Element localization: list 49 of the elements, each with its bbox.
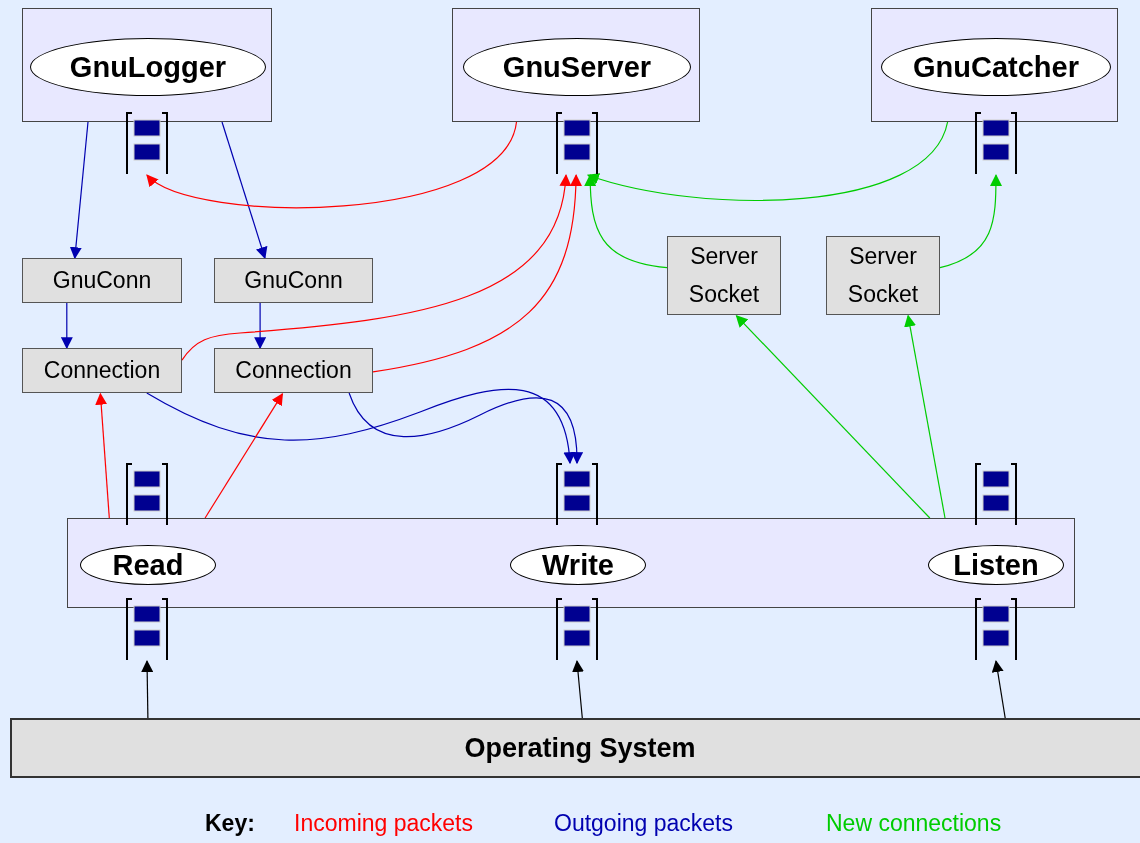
arrow: [146, 121, 518, 209]
queue-icon: [555, 463, 599, 525]
module-ellipse: Read: [80, 545, 216, 585]
class-box: Server Socket: [826, 236, 940, 315]
queue-icon: [974, 598, 1018, 660]
class-box: GnuConn: [214, 258, 373, 303]
arrow: [141, 660, 154, 719]
component-box: [22, 8, 272, 122]
queue-icon: [555, 598, 599, 660]
arrow: [221, 121, 268, 260]
module-ellipse: GnuCatcher: [881, 38, 1111, 96]
class-box: Server Socket: [667, 236, 781, 315]
queue-icon: [125, 112, 169, 174]
system-bar: Operating System: [10, 718, 1140, 778]
module-ellipse: GnuLogger: [30, 38, 266, 96]
queue-icon: [974, 463, 1018, 525]
component-box: [871, 8, 1118, 122]
component-box: [452, 8, 700, 122]
queue-icon: [974, 112, 1018, 174]
legend-item: Incoming packets: [294, 810, 473, 837]
queue-icon: [125, 463, 169, 525]
legend-item: Outgoing packets: [554, 810, 733, 837]
queue-icon: [555, 112, 599, 174]
component-box: [67, 518, 1075, 608]
class-box: Connection: [214, 348, 373, 393]
arrow: [254, 302, 267, 350]
arrow: [204, 392, 284, 519]
arrow: [991, 660, 1006, 719]
arrow: [584, 174, 668, 269]
class-box: GnuConn: [22, 258, 182, 303]
queue-icon: [125, 598, 169, 660]
arrow: [735, 314, 931, 519]
arrow: [572, 660, 584, 719]
arrow: [60, 302, 73, 350]
arrow: [372, 174, 582, 373]
legend-item: New connections: [826, 810, 1002, 837]
arrow: [348, 392, 583, 465]
arrow: [95, 392, 110, 519]
arrow: [939, 174, 1002, 269]
arrow: [904, 314, 946, 519]
arrow: [586, 121, 949, 201]
module-ellipse: Listen: [928, 545, 1064, 585]
class-box: Connection: [22, 348, 182, 393]
module-ellipse: Write: [510, 545, 646, 585]
key-label: Key:: [205, 810, 255, 837]
arrow: [181, 174, 571, 361]
arrow: [69, 121, 89, 260]
arrow: [146, 388, 575, 465]
module-ellipse: GnuServer: [463, 38, 691, 96]
